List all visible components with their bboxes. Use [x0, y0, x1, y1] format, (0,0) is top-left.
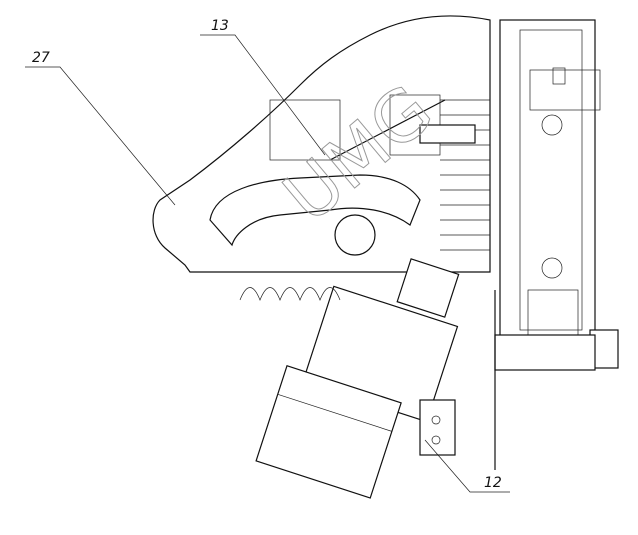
radiator-fins — [440, 99, 490, 251]
radiator-housing — [499, 19, 596, 341]
spring — [239, 287, 341, 301]
engine-block — [269, 99, 341, 161]
radiator-core — [519, 29, 583, 331]
leader-lines — [25, 34, 510, 493]
callout-27: 27 — [32, 50, 50, 66]
rod — [329, 99, 446, 161]
bracket — [419, 124, 476, 144]
mount-hole-upper — [541, 114, 563, 136]
bolt — [431, 435, 441, 445]
filter-bracket — [419, 399, 456, 456]
mount-hole-lower — [541, 257, 563, 279]
callout-12: 12 — [484, 475, 502, 491]
label-plate — [552, 67, 566, 85]
bolt — [431, 415, 441, 425]
section-outline — [152, 15, 491, 273]
callout-13: 13 — [211, 18, 229, 34]
base-plate — [494, 334, 596, 371]
hose-clamp — [334, 214, 376, 256]
air-filter — [255, 258, 460, 499]
intake-hose — [209, 174, 421, 247]
